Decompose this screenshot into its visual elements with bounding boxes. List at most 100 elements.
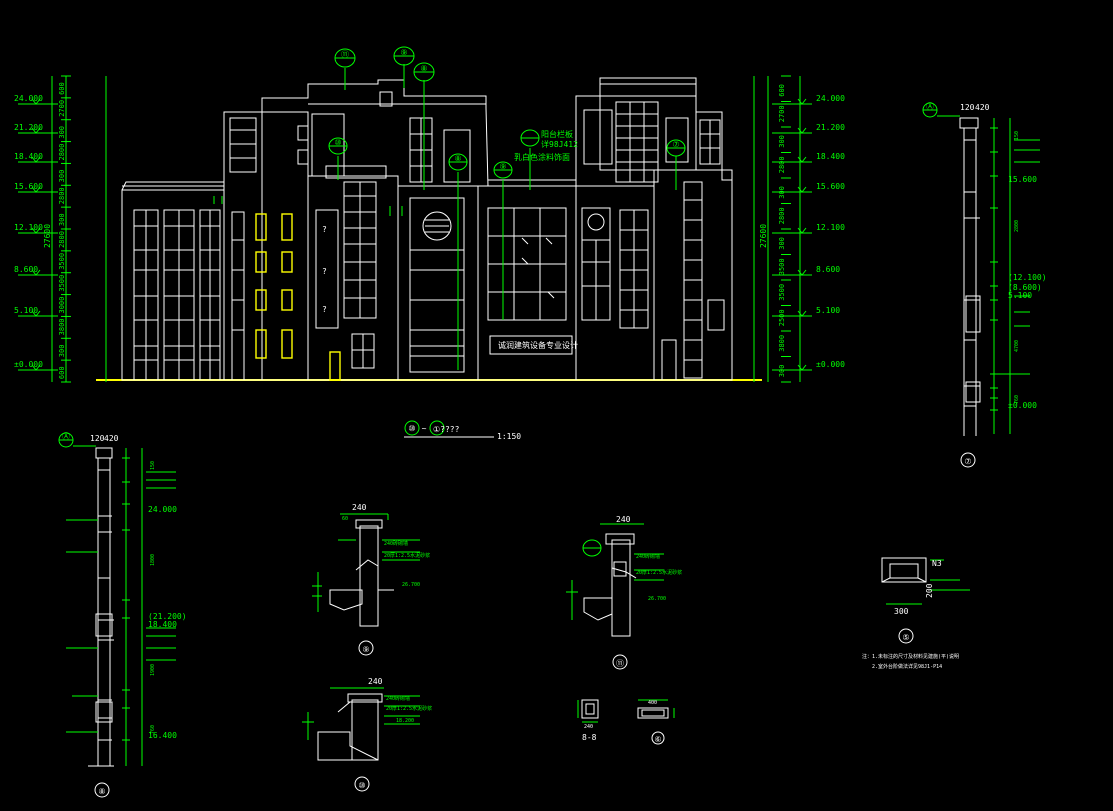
detail-10-level: 18.200 <box>396 718 414 724</box>
level-triangle <box>797 156 807 163</box>
detail-8-grid: Ⓐ <box>62 432 70 441</box>
detail-8-dim-a: 120 <box>90 434 105 443</box>
detail-8-vdim-1: 150 <box>150 461 156 470</box>
dim-label: 300 <box>778 186 786 199</box>
detail-7-grid: Ⓐ <box>926 102 934 111</box>
level-label: 5.100 <box>14 306 38 315</box>
detail-8-level-1: 24.000 <box>148 505 177 514</box>
level-triangle <box>31 127 41 134</box>
level-label: 5.100 <box>816 306 840 315</box>
level-triangle <box>797 127 807 134</box>
callout-8-top: ⑧ <box>420 64 427 73</box>
detail-5-side: 200 <box>925 583 934 598</box>
detail-5-label: ⑤ <box>902 633 909 642</box>
level-label: 12.100 <box>816 223 845 232</box>
dim-label: 300 <box>58 345 66 358</box>
callout-10-mid: ⑩ <box>334 138 341 147</box>
level-label: 24.000 <box>816 94 845 103</box>
detail-8-8-label: 8-8 <box>582 733 597 742</box>
detail-10-label: ⑩ <box>358 781 365 790</box>
detail-10-parapet: 240 240砖砌墙 20厚1:2.5水泥砂浆 18.200 ⑩ <box>302 677 432 792</box>
dim-label: 2500 <box>778 309 786 326</box>
detail-10-dim-a: 240 <box>368 677 383 686</box>
dim-label: 300 <box>778 365 786 378</box>
level-label: 21.200 <box>14 123 43 132</box>
title-bubble-right <box>429 420 445 436</box>
dim-label: 2800 <box>58 144 66 161</box>
level-label: 18.400 <box>816 152 845 161</box>
upper-windows <box>229 91 721 183</box>
dim-label: 3500 <box>778 284 786 301</box>
detail-8-dim-b: 420 <box>104 434 119 443</box>
detail-11-note-1: 240砖砌墙 <box>636 553 660 560</box>
detail-7-dim-a: 120 <box>960 103 975 112</box>
building-outline <box>121 77 733 381</box>
detail-9-note-1: 240砖砌墙 <box>384 540 408 547</box>
detail-10-note-2: 20厚1:2.5水泥砂浆 <box>386 705 432 712</box>
detail-5-tag: N3 <box>932 559 942 568</box>
elevation-title: ①???? <box>433 425 460 434</box>
level-triangle <box>797 98 807 105</box>
dim-label: 2700 <box>778 105 786 122</box>
detail-6-label: ⑥ <box>654 735 661 744</box>
level-triangle <box>31 156 41 163</box>
detail-7-level-2: (12.100) <box>1008 273 1047 282</box>
elevation-title-left: ⑩ <box>408 424 415 433</box>
detail-7-label: ⑦ <box>964 457 971 466</box>
callout-11-top: ⑪ <box>341 50 349 59</box>
detail-9-parapet: 240 60 240砖砌墙 20厚1:2.5水泥砂浆 26.700 ⑨ <box>312 503 430 656</box>
detail-10-note-1: 240砖砌墙 <box>386 695 410 702</box>
left-level-marks: 24.00021.20018.40015.60012.1008.6005.100… <box>14 94 58 371</box>
detail-9-level: 26.700 <box>402 582 420 588</box>
level-label: 8.600 <box>14 265 38 274</box>
detail-11-note-2: 20厚1:2.5水泥砂浆 <box>636 569 682 576</box>
detail-9-label: ⑨ <box>362 645 369 654</box>
total-height-right: 27600 <box>759 224 768 248</box>
dim-label: 300 <box>58 170 66 183</box>
detail-9-dim-a: 240 <box>352 503 367 512</box>
detail-7-level-3: (8.600) <box>1008 283 1042 292</box>
callout-8-mid: ⑧ <box>454 154 461 163</box>
detail-7-level-1: 15.600 <box>1008 175 1037 184</box>
dim-label: 2700 <box>58 100 66 117</box>
dimension-frames <box>51 76 801 382</box>
level-label: 8.600 <box>816 265 840 274</box>
annotation-color: 乳白色涂料饰面 <box>514 152 570 162</box>
level-triangle <box>31 227 41 234</box>
annotation-sign: 诚润建筑设备专业设计 <box>498 340 578 350</box>
level-triangle <box>797 269 807 276</box>
dim-label: 3500 <box>58 253 66 270</box>
level-label: ±0.000 <box>14 360 43 369</box>
detail-11-dim-a: 240 <box>616 515 631 524</box>
detail-9-dim-b: 60 <box>342 516 348 522</box>
level-label: 15.600 <box>816 182 845 191</box>
dim-label: 3500 <box>778 258 786 275</box>
detail-8-vdim-5: 1800 <box>150 554 156 566</box>
right-dimension-chain: 6002700300280030028003003500350025003800… <box>778 75 791 383</box>
dim-label: 600 <box>778 84 786 97</box>
detail-8-8-section: 240 8-8 <box>577 699 599 742</box>
dim-label: 2800 <box>778 207 786 224</box>
note-line-1: 注：1.未标注的尺寸及材料见建施(平)说明 <box>862 653 959 660</box>
elevation-title-mid: ~ <box>422 424 427 433</box>
elevation-scale: 1:150 <box>497 432 521 441</box>
level-triangle <box>31 364 41 371</box>
detail-8-vdim-8: 760 <box>150 725 156 734</box>
right-level-marks: 24.00021.20018.40015.60012.1008.6005.100… <box>772 94 845 371</box>
main-elevation: ⑪ ⑨ ⑧ ⑩ ⑧ ⑨ ⑦ 阳台栏板 详98J412 乳白色涂料饰面 诚润建筑 <box>96 46 762 441</box>
left-dimension-chain: 6002700300280030028003002800350035003000… <box>58 75 71 383</box>
detail-7-vdim-10: 760 <box>1014 395 1020 404</box>
level-triangle <box>797 364 807 371</box>
level-triangle <box>31 269 41 276</box>
dim-label: 300 <box>778 237 786 250</box>
level-triangle <box>31 310 41 317</box>
detail-8-section: Ⓐ 120 420 24.000 (21.200) 18.400 16.400 … <box>58 432 187 798</box>
level-label: 18.400 <box>14 152 43 161</box>
detail-5-lintel: N3 300 200 ⑤ 注：1.未标注的尺寸及材料见建施(平)说明 2.室外台… <box>862 557 970 670</box>
level-label: 15.600 <box>14 182 43 191</box>
level-triangle <box>31 186 41 193</box>
detail-8-level-4: 16.400 <box>148 731 177 740</box>
dim-label: 3000 <box>58 297 66 314</box>
dim-label: 300 <box>778 135 786 148</box>
